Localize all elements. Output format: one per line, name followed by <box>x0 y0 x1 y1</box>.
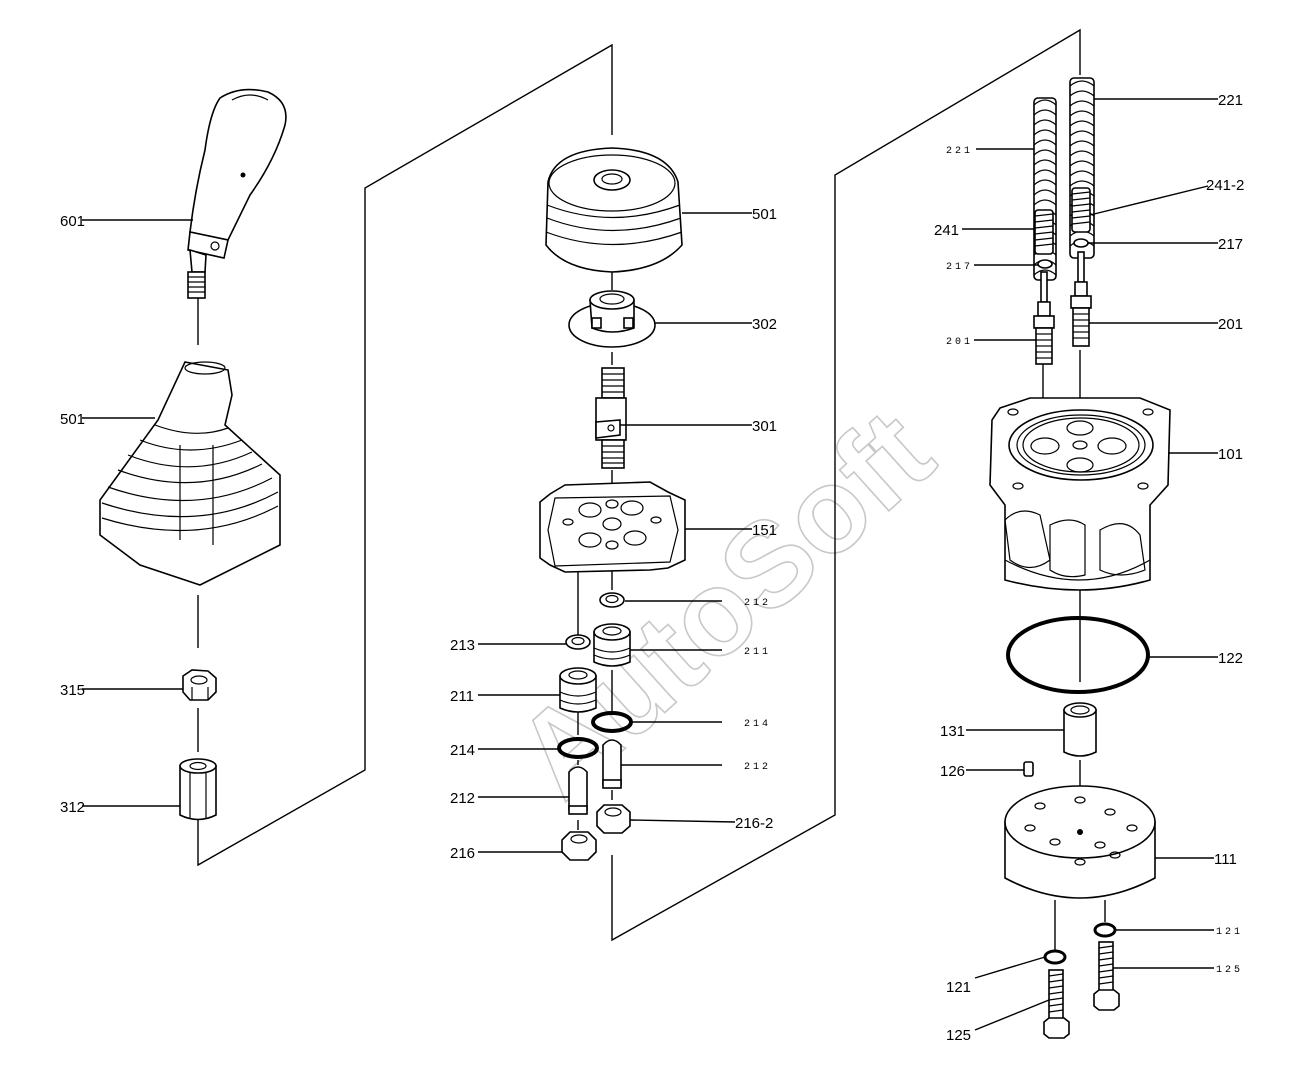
pin-126 <box>1023 761 1034 777</box>
spool-211-right <box>593 623 631 667</box>
label-601: 601 <box>60 213 85 230</box>
plate-151 <box>539 481 686 573</box>
label-201-left: 201 <box>946 337 973 348</box>
label-221-left: 221 <box>946 146 973 157</box>
bushing-131 <box>1063 702 1097 757</box>
label-212-right: 212 <box>744 762 771 773</box>
label-125-left: 125 <box>946 1027 971 1044</box>
push-rod-201-right <box>1070 251 1092 347</box>
label-241: 241 <box>934 222 959 239</box>
label-125-right: 125 <box>1216 965 1243 976</box>
label-312: 312 <box>60 799 85 816</box>
bolt-125-left <box>1043 969 1070 1039</box>
label-201-right: 201 <box>1218 316 1243 333</box>
nut-315 <box>182 669 217 701</box>
rubber-boot-501 <box>99 361 281 586</box>
label-217-right: 217 <box>1218 236 1243 253</box>
label-212-washer: 212 <box>744 598 771 609</box>
universal-joint-301 <box>595 367 627 469</box>
seal-213 <box>565 634 591 650</box>
plunger-212-right <box>602 739 622 789</box>
label-216: 216 <box>450 845 475 862</box>
disc-302 <box>568 290 656 348</box>
base-plate-111 <box>1004 785 1156 899</box>
label-315: 315 <box>60 682 85 699</box>
label-111: 111 <box>1214 851 1237 868</box>
label-211-right: 211 <box>744 647 771 658</box>
label-151: 151 <box>752 522 777 539</box>
label-126: 126 <box>940 763 965 780</box>
coupling-312 <box>179 758 217 821</box>
bolt-125-right <box>1093 941 1120 1011</box>
part-labels: 601 501 315 312 501 302 301 151 212 213 … <box>60 92 1244 1044</box>
label-501-boot: 501 <box>60 411 85 428</box>
label-131: 131 <box>940 723 965 740</box>
push-rod-201-left <box>1033 271 1055 365</box>
label-213: 213 <box>450 637 475 654</box>
washer-121-left <box>1043 949 1067 965</box>
oring-122 <box>1006 616 1150 694</box>
washer-217-left <box>1037 259 1053 269</box>
spring-241-2-right <box>1071 187 1091 233</box>
label-216-2: 216-2 <box>735 815 773 832</box>
assembly-frame-lines <box>197 28 1106 955</box>
oring-214-left <box>557 737 599 759</box>
plunger-212-left <box>568 766 588 815</box>
washer-217-right <box>1073 238 1089 248</box>
lever-handle-601 <box>187 88 287 299</box>
label-211-left: 211 <box>450 688 474 705</box>
label-217-left: 217 <box>946 262 973 273</box>
spring-241-left <box>1034 209 1054 255</box>
label-122: 122 <box>1218 650 1243 667</box>
boot-cover-501 <box>545 147 683 273</box>
valve-body-101 <box>989 397 1171 591</box>
label-241-2: 241-2 <box>1206 177 1244 194</box>
watermark-text: AutoSoft <box>491 385 957 823</box>
spool-211-left <box>559 667 597 713</box>
nut-216 <box>561 831 597 861</box>
washer-212 <box>599 592 625 608</box>
nut-216-2 <box>596 804 631 834</box>
label-301: 301 <box>752 418 777 435</box>
washer-121-right <box>1093 922 1117 938</box>
label-214-right: 214 <box>744 719 771 730</box>
label-302: 302 <box>752 316 777 333</box>
leader-lines <box>82 98 1218 1031</box>
label-212-left: 212 <box>450 790 475 807</box>
label-221-right: 221 <box>1218 92 1243 109</box>
label-101: 101 <box>1218 446 1243 463</box>
label-501-cover: 501 <box>752 206 777 223</box>
label-121-right: 121 <box>1216 927 1243 938</box>
label-121-left: 121 <box>946 979 971 996</box>
label-214-left: 214 <box>450 742 475 759</box>
